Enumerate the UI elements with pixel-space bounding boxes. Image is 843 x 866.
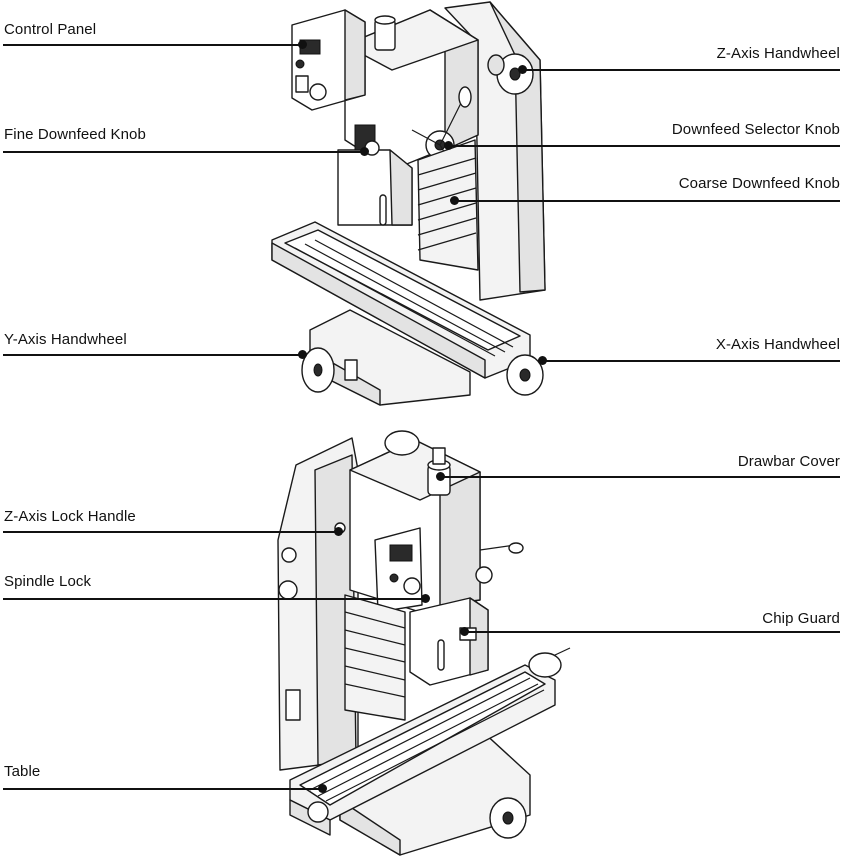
leader-line-drawbar-cover — [440, 476, 840, 478]
leader-dot-table — [318, 784, 327, 793]
leader-dot-chip-guard — [460, 627, 469, 636]
leader-line-z-axis-handwheel — [522, 69, 840, 71]
leader-dot-z-axis-handwheel — [518, 65, 527, 74]
leader-line-spindle-lock — [3, 598, 428, 600]
label-downfeed-selector-knob: Downfeed Selector Knob — [671, 121, 840, 138]
label-y-axis-handwheel: Y-Axis Handwheel — [4, 331, 127, 348]
label-drawbar-cover: Drawbar Cover — [737, 453, 840, 470]
leader-dot-control-panel — [298, 40, 307, 49]
leader-dot-y-axis-handwheel — [298, 350, 307, 359]
leader-dot-spindle-lock — [421, 594, 430, 603]
label-z-axis-lock-handle: Z-Axis Lock Handle — [4, 508, 136, 525]
leader-line-downfeed-selector-knob — [448, 145, 840, 147]
leader-line-chip-guard — [464, 631, 840, 633]
leader-dot-z-axis-lock-handle — [334, 527, 343, 536]
label-fine-downfeed-knob: Fine Downfeed Knob — [4, 126, 146, 143]
label-x-axis-handwheel: X-Axis Handwheel — [715, 336, 840, 353]
leader-dot-coarse-downfeed-knob — [450, 196, 459, 205]
leader-line-coarse-downfeed-knob — [455, 200, 840, 202]
label-control-panel: Control Panel — [4, 21, 97, 38]
label-spindle-lock: Spindle Lock — [4, 573, 92, 590]
leader-dot-downfeed-selector-knob — [444, 141, 453, 150]
leader-line-fine-downfeed-knob — [3, 151, 365, 153]
label-table: Table — [4, 763, 41, 780]
leader-line-x-axis-handwheel — [543, 360, 840, 362]
label-coarse-downfeed-knob: Coarse Downfeed Knob — [678, 175, 840, 192]
leader-dot-drawbar-cover — [436, 472, 445, 481]
leader-dot-fine-downfeed-knob — [360, 147, 369, 156]
leader-line-table — [3, 788, 325, 790]
leader-line-y-axis-handwheel — [3, 354, 303, 356]
leader-dot-x-axis-handwheel — [538, 356, 547, 365]
leader-line-z-axis-lock-handle — [3, 531, 343, 533]
label-z-axis-handwheel: Z-Axis Handwheel — [716, 45, 840, 62]
leader-line-control-panel — [3, 44, 303, 46]
label-chip-guard: Chip Guard — [762, 610, 840, 627]
